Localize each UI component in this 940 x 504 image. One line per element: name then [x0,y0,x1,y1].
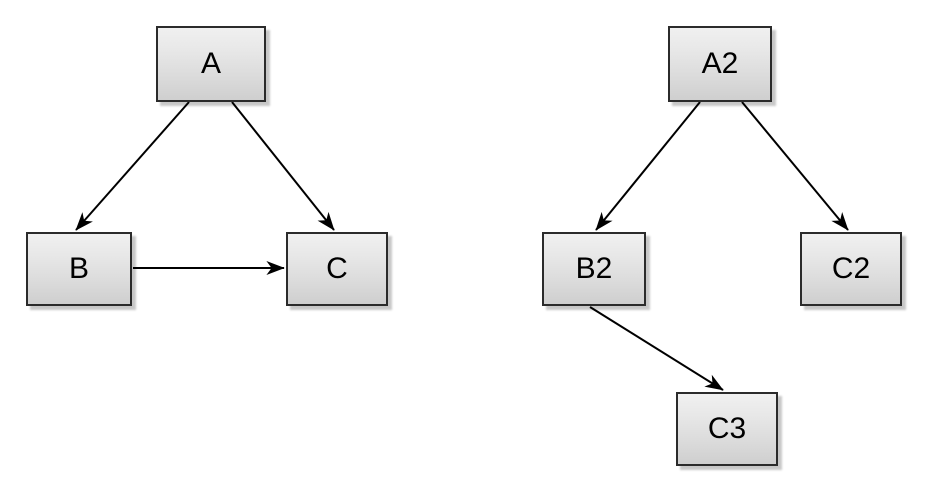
node-b[interactable]: B [26,232,132,306]
node-a[interactable]: A [156,26,266,102]
node-label-c2: C2 [831,252,871,285]
node-b2[interactable]: B2 [542,232,646,306]
edge-a-to-b [75,101,190,231]
node-c3[interactable]: C3 [676,392,778,466]
edge-b2-to-c3 [589,306,724,391]
edge-a2-to-c2 [741,101,849,231]
edges-group [75,101,849,391]
node-label-a: A [200,47,221,80]
node-label-b: B [68,252,89,285]
edge-a2-to-b2 [595,101,701,231]
node-c[interactable]: C [286,232,388,306]
node-label-a2: A2 [701,47,739,80]
node-a2[interactable]: A2 [668,26,772,102]
node-c2[interactable]: C2 [800,232,902,306]
node-label-b2: B2 [575,252,613,285]
edge-a-to-c [231,101,335,231]
node-label-c3: C3 [707,412,747,445]
node-label-c: C [326,252,348,285]
